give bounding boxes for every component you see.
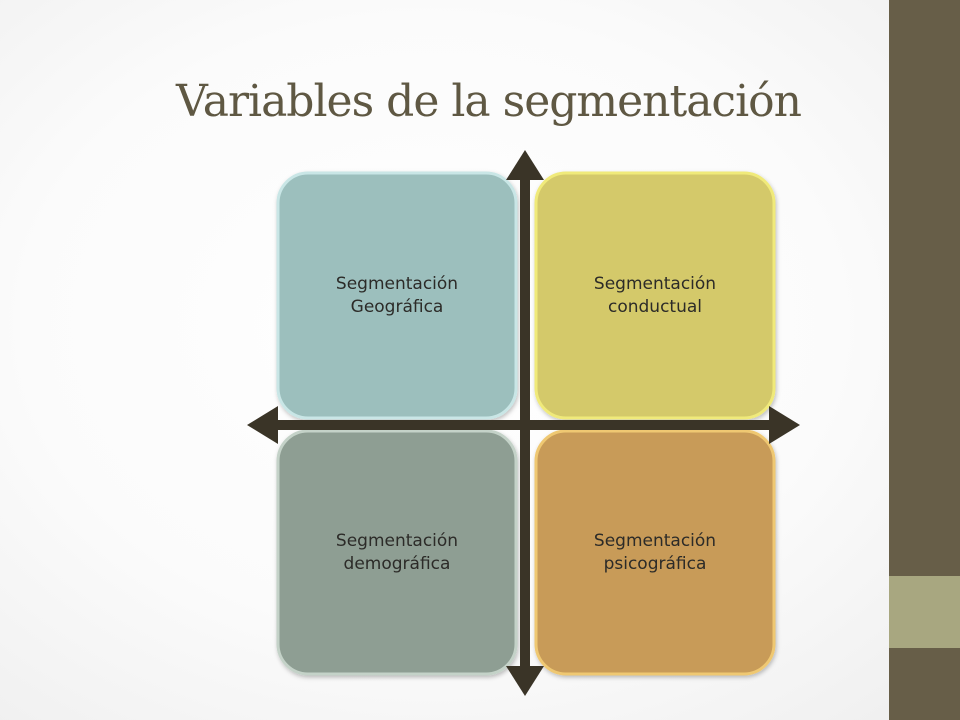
quadrant-label-psicografica: Segmentación psicográfica <box>593 530 717 574</box>
axis-arrows <box>247 150 800 696</box>
quadrant-label-conductual: Segmentación conductual <box>593 273 717 317</box>
quadrant-conductual <box>534 171 776 420</box>
arrow-left-icon <box>247 406 278 444</box>
quadrant-demografica <box>276 429 518 676</box>
vertical-axis-bar <box>520 170 530 676</box>
slide-title: Variables de la segmentación <box>176 76 802 127</box>
arrow-up-icon <box>506 150 544 180</box>
decorative-side-bar-accent <box>889 576 960 648</box>
arrow-right-icon <box>769 406 800 444</box>
quadrant-geografica <box>276 171 518 420</box>
quadrant-label-demografica: Segmentación demográfica <box>335 530 459 574</box>
quadrant-label-geografica: Segmentación Geográfica <box>335 273 459 317</box>
quadrant-psicografica <box>534 429 776 676</box>
arrow-down-icon <box>506 666 544 696</box>
